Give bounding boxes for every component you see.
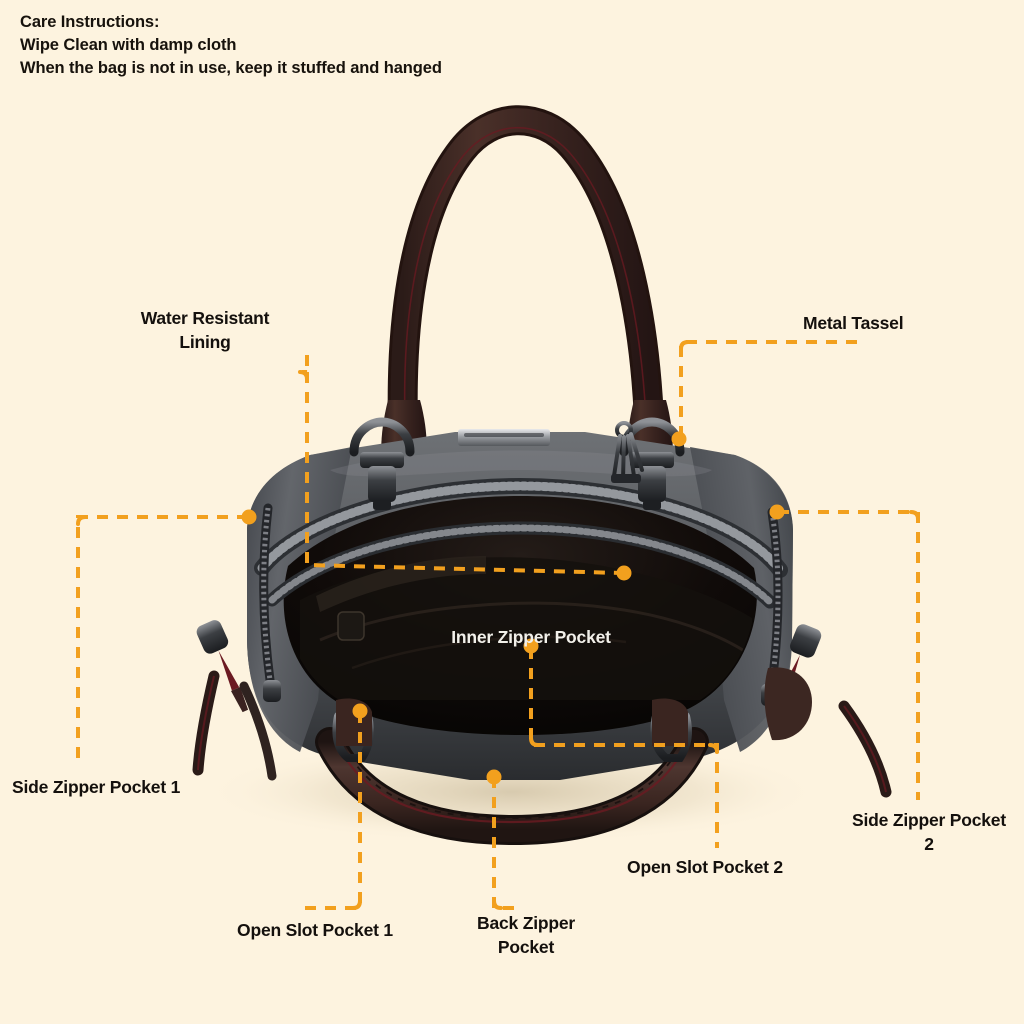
callout-label-water-resistant-lining: Water Resistant Lining (140, 308, 270, 352)
callout-label-inner-zipper-pocket: Inner Zipper Pocket (451, 627, 611, 647)
callout-label-back-zipper-pocket: Back Zipper Pocket (477, 913, 575, 957)
callout-label-side-zipper-pocket-2: Side Zipper Pocket 2 (852, 810, 1006, 854)
care-heading: Care Instructions: (20, 13, 160, 31)
care-line-1: Wipe Clean with damp cloth (20, 36, 237, 54)
strap-end-right (838, 700, 892, 798)
callout-label-open-slot-pocket-1: Open Slot Pocket 1 (237, 920, 393, 940)
callout-label-metal-tassel: Metal Tassel (803, 313, 904, 333)
care-instructions: Care Instructions: Wipe Clean with damp … (20, 11, 442, 80)
care-line-2: When the bag is not in use, keep it stuf… (20, 59, 442, 77)
callout-label-side-zipper-pocket-1: Side Zipper Pocket 1 (12, 777, 181, 797)
bag-handles (381, 105, 673, 467)
callout-label-open-slot-pocket-2: Open Slot Pocket 2 (627, 857, 783, 877)
